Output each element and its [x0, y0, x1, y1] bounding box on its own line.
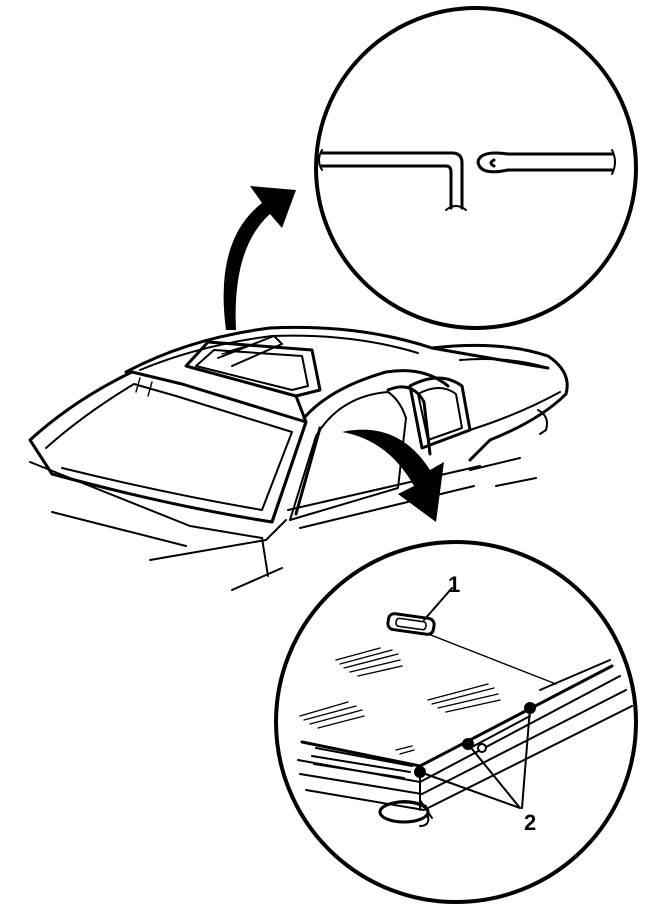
arrow-to-section-detail	[223, 186, 296, 330]
sunroof-detail-circle	[274, 540, 638, 904]
leader-line-2a	[419, 771, 521, 809]
roof-outline	[124, 325, 550, 374]
windshield	[28, 370, 308, 524]
section-detail-view	[314, 6, 638, 330]
leader-line-2b	[467, 743, 521, 809]
sunroof-detail-view	[274, 540, 638, 904]
leader-line-1	[423, 587, 453, 621]
sunroof-switch	[386, 612, 436, 636]
arrow-to-sunroof-detail	[342, 429, 444, 522]
section-detail-circle	[314, 6, 638, 330]
callout-2: 2	[524, 810, 536, 835]
rear-quarter-window	[408, 376, 472, 450]
leader-line-2c	[521, 707, 531, 809]
vehicle-roof-drawing	[28, 325, 569, 591]
sunroof-panel	[184, 335, 322, 398]
body-side	[29, 457, 537, 591]
flange-cross-section	[318, 149, 616, 211]
rear-deck	[430, 343, 569, 462]
callout-1: 1	[448, 572, 460, 597]
headliner-texture	[299, 647, 501, 755]
